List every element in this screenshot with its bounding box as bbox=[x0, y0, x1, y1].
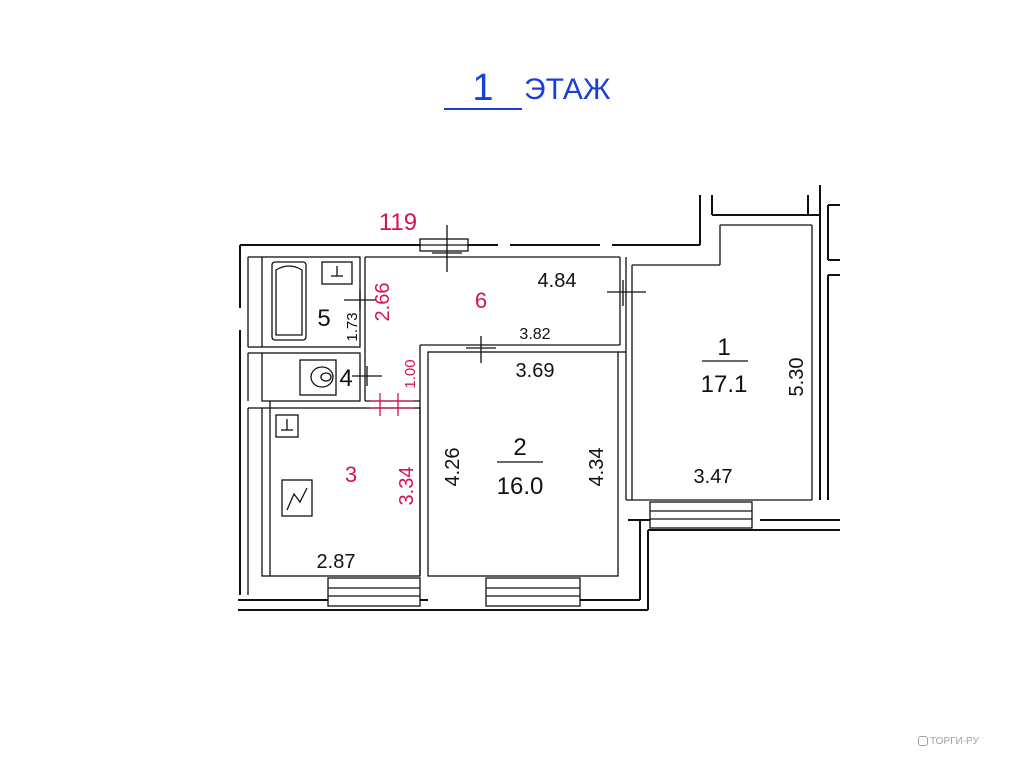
inner-walls bbox=[247, 224, 813, 595]
room2-number: 2 bbox=[513, 434, 526, 461]
room6-height: 2.66 bbox=[372, 283, 394, 322]
room4-passage: 1.00 bbox=[402, 359, 419, 388]
room4-number: 4 bbox=[339, 365, 352, 392]
fixtures bbox=[271, 261, 353, 517]
kitchen-sink-icon bbox=[275, 414, 299, 438]
stove-icon bbox=[281, 479, 313, 517]
room3-height: 3.34 bbox=[396, 467, 418, 506]
plan-labels: 119 1 17.1 3.47 5.30 2 16.0 3.82 3.69 4.… bbox=[317, 209, 808, 573]
room5-number: 5 bbox=[317, 305, 330, 332]
passage-mark bbox=[370, 393, 414, 416]
window-top bbox=[419, 238, 469, 252]
room1-number: 1 bbox=[717, 334, 730, 361]
room6-number: 6 bbox=[475, 288, 487, 313]
room2-right: 4.34 bbox=[586, 448, 608, 487]
watermark: ТОРГИ-РУ bbox=[918, 736, 979, 747]
window-kitchen bbox=[327, 577, 421, 607]
torgi-logo-icon bbox=[918, 736, 928, 746]
room3-number: 3 bbox=[345, 462, 357, 487]
outer-walls bbox=[238, 185, 840, 611]
room2-area: 16.0 bbox=[497, 473, 544, 500]
room6-width: 4.84 bbox=[538, 270, 577, 292]
room5-height: 1.73 bbox=[344, 312, 361, 341]
room2-left: 4.26 bbox=[442, 448, 464, 487]
apartment-number: 119 bbox=[379, 209, 417, 236]
window-room2 bbox=[485, 577, 581, 607]
room1-area: 17.1 bbox=[701, 371, 748, 398]
room3-width: 2.87 bbox=[317, 551, 356, 573]
door-marks bbox=[344, 225, 646, 386]
room2-top-outer: 3.82 bbox=[519, 326, 550, 343]
room1-width: 3.47 bbox=[694, 466, 733, 488]
floor-label: ЭТАЖ bbox=[524, 73, 611, 106]
watermark-text: ТОРГИ-РУ bbox=[930, 736, 979, 747]
bathtub-icon bbox=[271, 261, 307, 341]
windows bbox=[327, 238, 753, 607]
window-room1 bbox=[649, 501, 753, 529]
room1-length: 5.30 bbox=[786, 358, 808, 397]
toilet-icon bbox=[299, 359, 337, 396]
sink-icon bbox=[321, 261, 353, 285]
room2-top-inner: 3.69 bbox=[516, 360, 555, 382]
floor-number: 1 bbox=[444, 68, 522, 110]
bathtub-inner bbox=[275, 265, 303, 336]
